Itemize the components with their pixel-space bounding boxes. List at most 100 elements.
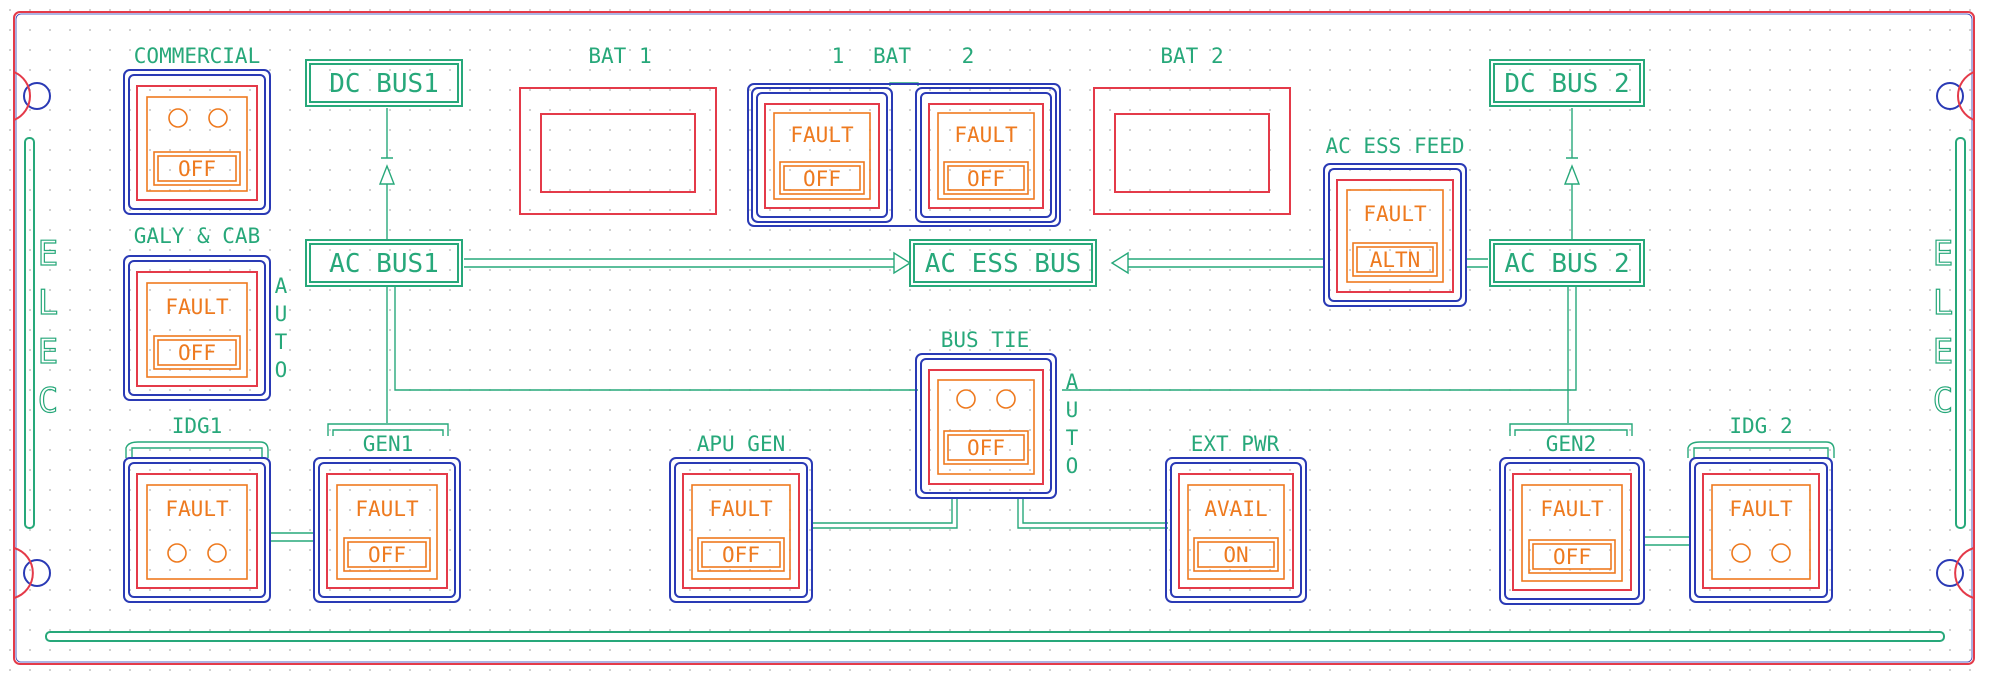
ac-bus-2: AC BUS 2 [1489, 239, 1645, 287]
mounting-holes [13, 71, 1975, 599]
svg-text:ON: ON [1223, 543, 1248, 567]
idg2-label: IDG 2 [1729, 414, 1792, 438]
side-rails [24, 137, 1966, 642]
bus-tie-auto-label: A U T O [1066, 370, 1079, 478]
ac-ess-feed-label: AC ESS FEED [1325, 134, 1464, 158]
commercial-label: COMMERCIAL [134, 44, 260, 68]
svg-text:FAULT: FAULT [1363, 202, 1427, 226]
svg-text:FAULT: FAULT [1729, 497, 1793, 521]
gen1-label: GEN1 [363, 432, 414, 456]
svg-text:A: A [1066, 370, 1079, 394]
bus-wiring [125, 82, 1835, 546]
idg2-button[interactable]: FAULT [1689, 457, 1833, 603]
svg-text:OFF: OFF [722, 543, 760, 567]
svg-text:U: U [275, 302, 288, 326]
svg-text:FAULT: FAULT [355, 497, 419, 521]
svg-text:2: 2 [962, 44, 975, 68]
commercial-button[interactable]: OFF [123, 69, 271, 215]
idg1-label: IDG1 [172, 414, 223, 438]
svg-text:A: A [275, 274, 288, 298]
svg-text:DC BUS 2: DC BUS 2 [1504, 69, 1629, 99]
svg-text:AC BUS1: AC BUS1 [329, 249, 439, 279]
mounting-hole-icon [1936, 82, 1964, 110]
bat-pair-label: 1 BAT 2 [832, 44, 975, 68]
svg-text:AVAIL: AVAIL [1204, 497, 1267, 521]
ext-pwr-label: EXT PWR [1191, 432, 1280, 456]
bat1-indicator: BAT 1 [519, 44, 717, 215]
indicator-dot-icon [168, 108, 188, 128]
gen2-button[interactable]: FAULT OFF [1499, 457, 1645, 605]
apu-gen-label: APU GEN [697, 432, 786, 456]
idg1-button[interactable]: FAULT [123, 457, 271, 603]
mounting-hole-icon [23, 82, 51, 110]
elec-label-left: E L E C [37, 233, 59, 421]
dc-bus-1: DC BUS1 [305, 59, 463, 107]
svg-text:E: E [38, 332, 58, 372]
gen2-label: GEN2 [1546, 432, 1597, 456]
ac-ess-feed-button[interactable]: FAULT ALTN [1323, 163, 1467, 307]
svg-text:C: C [38, 381, 58, 421]
right-rail [1955, 137, 1966, 529]
svg-text:FAULT: FAULT [954, 123, 1018, 147]
svg-text:C: C [1933, 381, 1953, 421]
panel-border-inner [15, 13, 1973, 663]
mount-notch-icon [1957, 71, 1975, 121]
svg-text:FAULT: FAULT [165, 295, 229, 319]
galy-cab-label: GALY & CAB [134, 224, 260, 248]
svg-text:BAT 1: BAT 1 [588, 44, 651, 68]
indicator-dot-icon [1771, 543, 1791, 563]
svg-text:DC BUS1: DC BUS1 [329, 69, 439, 99]
galy-cab-button[interactable]: FAULT OFF [123, 255, 271, 401]
svg-text:AC ESS BUS: AC ESS BUS [925, 249, 1082, 279]
ac-bus-1: AC BUS1 [305, 239, 463, 287]
svg-text:O: O [275, 358, 288, 382]
bottom-rail [45, 631, 1945, 642]
mounting-hole-icon [23, 559, 51, 587]
gen1-button[interactable]: FAULT OFF [313, 457, 461, 603]
mounting-hole-icon [1936, 559, 1964, 587]
indicator-dot-icon [996, 389, 1016, 409]
ac-ess-bus: AC ESS BUS [909, 239, 1097, 287]
svg-text:T: T [275, 330, 288, 354]
bat2-indicator: BAT 2 [1093, 44, 1291, 215]
svg-text:FAULT: FAULT [1540, 497, 1604, 521]
svg-text:BAT: BAT [873, 44, 911, 68]
svg-text:E: E [1933, 332, 1953, 372]
svg-text:OFF: OFF [178, 157, 216, 181]
svg-text:OFF: OFF [967, 167, 1005, 191]
svg-text:OFF: OFF [368, 543, 406, 567]
svg-text:ALTN: ALTN [1370, 248, 1421, 272]
apu-gen-button[interactable]: FAULT OFF [669, 457, 813, 603]
svg-text:L: L [38, 283, 58, 323]
mount-notch-icon [13, 71, 31, 121]
svg-text:FAULT: FAULT [790, 123, 854, 147]
svg-text:FAULT: FAULT [709, 497, 773, 521]
svg-text:O: O [1066, 454, 1079, 478]
galy-cab-auto-label: A U T O [275, 274, 288, 382]
elec-label-right: E L E C [1932, 233, 1954, 421]
indicator-dot-icon [208, 108, 228, 128]
bus-tie-label: BUS TIE [941, 328, 1030, 352]
svg-text:FAULT: FAULT [165, 497, 229, 521]
svg-text:E: E [38, 234, 58, 274]
indicator-dot-icon [207, 543, 227, 563]
svg-text:OFF: OFF [178, 341, 216, 365]
indicator-dot-icon [1731, 543, 1751, 563]
svg-text:1: 1 [832, 44, 845, 68]
bat2-button[interactable]: FAULT OFF [915, 87, 1057, 223]
svg-text:U: U [1066, 398, 1079, 422]
svg-text:L: L [1933, 283, 1953, 323]
indicator-dot-icon [167, 543, 187, 563]
mount-notch-icon [13, 547, 34, 599]
svg-text:AC BUS 2: AC BUS 2 [1504, 249, 1629, 279]
bat1-button[interactable]: FAULT OFF [751, 87, 893, 223]
bus-tie-button[interactable]: OFF [915, 353, 1057, 499]
panel-border [13, 11, 1975, 665]
svg-text:OFF: OFF [1553, 545, 1591, 569]
svg-text:E: E [1933, 234, 1953, 274]
ext-pwr-button[interactable]: AVAIL ON [1165, 457, 1307, 603]
dc-bus-2: DC BUS 2 [1489, 59, 1645, 107]
svg-text:BAT 2: BAT 2 [1160, 44, 1223, 68]
indicator-dot-icon [956, 389, 976, 409]
